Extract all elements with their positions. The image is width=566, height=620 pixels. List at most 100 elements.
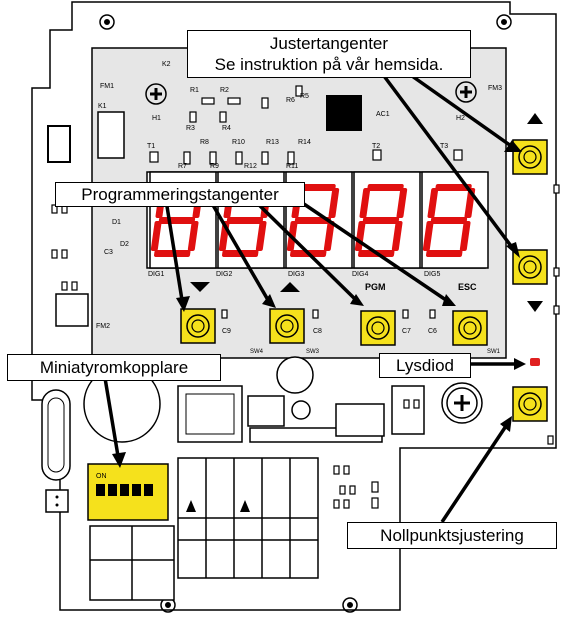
left-connector — [47, 125, 71, 163]
segment — [294, 217, 332, 224]
pcb-label: K2 — [162, 61, 171, 68]
pcb-label: T2 — [372, 143, 380, 150]
segment — [154, 250, 191, 257]
segment — [255, 221, 267, 251]
dot-square — [45, 489, 69, 513]
pcb-label: R12 — [244, 163, 257, 170]
oval-component-inner — [47, 397, 65, 473]
pcb-label: C8 — [313, 328, 322, 335]
push-button[interactable] — [180, 308, 216, 344]
push-button[interactable] — [512, 386, 548, 422]
pcb-label: R1 — [190, 87, 199, 94]
zero-adjust-callout: Nollpunktsjustering — [347, 522, 557, 549]
dip-on-label: ON — [96, 473, 107, 480]
segment — [359, 188, 371, 218]
segment — [367, 184, 404, 191]
up-arrow-icon — [527, 113, 543, 124]
pcb-label: H2 — [456, 115, 465, 122]
digit-label: DIG3 — [288, 271, 304, 278]
digit-label: DIG4 — [352, 271, 368, 278]
screw-crosses — [150, 86, 472, 411]
digit-label: DIG2 — [216, 271, 232, 278]
adjust-keys-title: Justertangenter — [269, 34, 389, 53]
round-sensor — [276, 356, 314, 394]
segment — [354, 221, 366, 251]
pcb-label: R10 — [232, 139, 245, 146]
pcb-label: R6 — [286, 97, 295, 104]
pcb-label: AC1 — [376, 111, 390, 118]
down-arrow-icon — [527, 301, 543, 312]
pcb-label: R11 — [286, 163, 298, 170]
pcb-label: T1 — [147, 143, 155, 150]
pcb-label: R3 — [186, 125, 195, 132]
terminal-marker-b — [240, 500, 250, 512]
pcb-label: C9 — [222, 328, 231, 335]
pcb-label: R14 — [298, 139, 311, 146]
jumper-block — [247, 395, 285, 427]
digit-label: DIG5 — [424, 271, 440, 278]
zero-adjust-label: Nollpunktsjustering — [380, 526, 524, 545]
segment — [427, 188, 439, 218]
ic-small — [55, 293, 89, 327]
down-triangle-icon — [190, 282, 210, 292]
left-terminals — [89, 525, 175, 601]
potentiometer — [291, 400, 311, 420]
pcb-label: H1 — [152, 115, 161, 122]
segment — [435, 184, 472, 191]
digit-label: DIG1 — [148, 271, 164, 278]
esc-label: ESC — [458, 282, 477, 292]
callout-arrows — [103, 74, 516, 523]
pgm-label: PGM — [365, 282, 386, 292]
pcb-label: D1 — [112, 219, 121, 226]
dip-switch-callout: Miniatyromkopplare — [7, 354, 221, 381]
segment — [426, 250, 463, 257]
segment — [187, 221, 199, 251]
segment — [396, 188, 408, 218]
dot-a — [55, 495, 59, 499]
pcb-label: FM1 — [100, 83, 114, 90]
pcb-label: R4 — [222, 125, 231, 132]
connector-small — [391, 385, 425, 435]
push-button[interactable] — [269, 308, 305, 344]
segment — [362, 217, 400, 224]
segment — [459, 221, 471, 251]
pcb-label: T3 — [440, 143, 448, 150]
pcb-label: C7 — [402, 328, 411, 335]
pcb-label: FM2 — [96, 323, 110, 330]
segment — [299, 184, 336, 191]
segment — [150, 221, 162, 251]
screw-circle — [441, 382, 483, 424]
programming-keys-label: Programmeringstangenter — [81, 185, 279, 204]
pcb-label: R2 — [220, 87, 229, 94]
resistor-row — [149, 85, 463, 165]
sw3-label: SW3 — [306, 349, 320, 355]
pcb-label: R9 — [210, 163, 219, 170]
digit-4 — [354, 184, 408, 257]
segment — [422, 221, 434, 251]
pcb-label: R5 — [300, 93, 309, 100]
arrowheads — [112, 140, 526, 468]
adjust-keys-callout: Justertangenter Se instruktion på vår he… — [187, 30, 471, 78]
led-label: Lysdiod — [396, 356, 454, 375]
segment — [430, 217, 468, 224]
push-buttons — [180, 139, 548, 422]
terminal-marker-a — [186, 500, 196, 512]
led-callout: Lysdiod — [379, 353, 471, 378]
segment — [323, 221, 335, 251]
dip-levers — [96, 484, 153, 496]
pcb-label: R7 — [178, 163, 187, 170]
sw4-label: SW4 — [250, 349, 264, 355]
push-button[interactable] — [360, 310, 396, 346]
push-button[interactable] — [512, 139, 548, 175]
segment — [328, 188, 340, 218]
segment — [226, 217, 264, 224]
push-button[interactable] — [452, 310, 488, 346]
adjust-keys-note: Se instruktion på vår hemsida. — [214, 55, 444, 74]
up-triangle-icon — [280, 282, 300, 292]
small-pads — [51, 184, 560, 509]
terminal-block — [177, 457, 319, 579]
pcb-label: R8 — [200, 139, 209, 146]
segment — [391, 221, 403, 251]
